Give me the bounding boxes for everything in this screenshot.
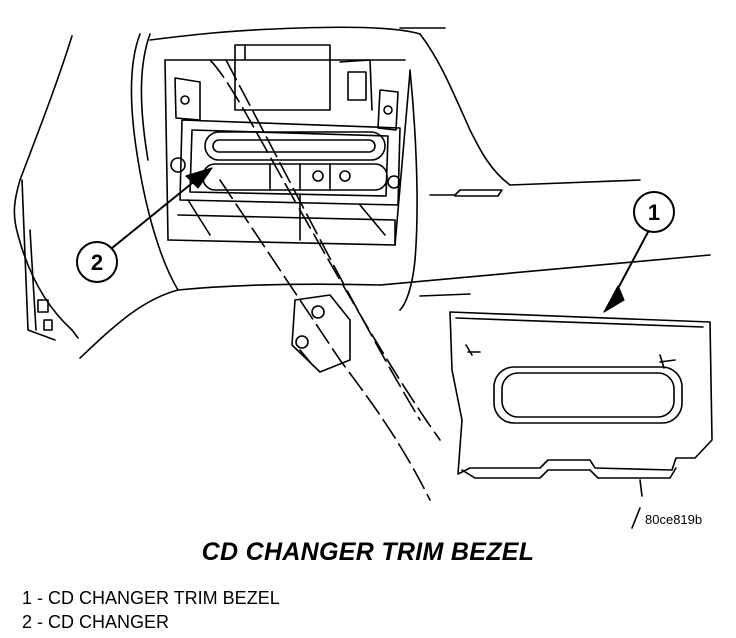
diagram: 1 2 80ce819b bbox=[13, 26, 713, 529]
figure-id-leader bbox=[631, 507, 641, 529]
mounting-bracket bbox=[291, 294, 351, 373]
instrument-panel bbox=[13, 26, 711, 359]
legend-item-1: 1 - CD CHANGER TRIM BEZEL bbox=[22, 588, 280, 608]
callout-2: 2 bbox=[76, 167, 213, 283]
legend-item-2: 2 - CD CHANGER bbox=[22, 612, 170, 632]
callout-1: 1 bbox=[603, 191, 675, 313]
cd-changer bbox=[179, 119, 401, 206]
trim-bezel bbox=[449, 311, 713, 497]
console-opening bbox=[164, 44, 411, 246]
figure-id: 80ce819b bbox=[645, 512, 702, 527]
callout-1-number: 1 bbox=[648, 200, 660, 225]
callout-2-number: 2 bbox=[91, 250, 103, 275]
legend: 1 - CD CHANGER TRIM BEZEL 2 - CD CHANGER bbox=[22, 586, 280, 634]
installation-path bbox=[209, 59, 441, 501]
figure-caption: CD CHANGER TRIM BEZEL bbox=[201, 538, 535, 566]
